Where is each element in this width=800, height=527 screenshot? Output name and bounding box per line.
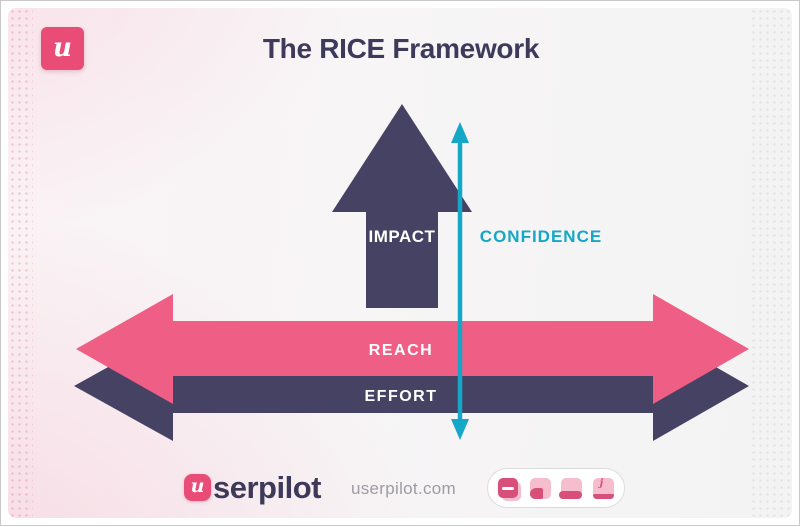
userpilot-brand-u-icon: u <box>184 473 211 501</box>
userpilot-logo-badge: u <box>41 27 84 70</box>
reach-arrow <box>76 294 749 404</box>
slideout-icon-panel <box>529 487 543 499</box>
tooltip-icon-line <box>592 493 614 499</box>
userpilot-u-icon: u <box>53 32 72 63</box>
banner-icon <box>559 477 583 499</box>
right-dot-pattern <box>750 8 792 518</box>
brand-name-text: serpilot <box>213 469 321 505</box>
modal-icon <box>498 477 522 501</box>
tooltip-icon-bg <box>592 477 614 499</box>
page-title: The RICE Framework <box>262 33 540 64</box>
impact-arrow <box>332 104 472 308</box>
effort-label: EFFORT <box>365 388 438 405</box>
impact-label: IMPACT <box>369 227 436 246</box>
userpilot-wordmark: u serpilot <box>184 471 321 503</box>
brand-badge-letter: u <box>190 474 205 497</box>
banner-icon-bar <box>559 490 583 499</box>
modal-icon-bar <box>502 486 515 490</box>
confidence-label: CONFIDENCE <box>480 227 602 246</box>
tooltip-icon-glyph: j <box>599 477 604 489</box>
slideout-icon <box>529 477 551 499</box>
tooltip-icon: j <box>592 477 614 499</box>
left-dot-pattern <box>9 8 33 518</box>
website-url: userpilot.com <box>351 479 456 498</box>
ui-pattern-icons-pill: j <box>487 468 625 508</box>
confidence-arrow <box>451 122 469 440</box>
reach-label: REACH <box>369 342 433 359</box>
